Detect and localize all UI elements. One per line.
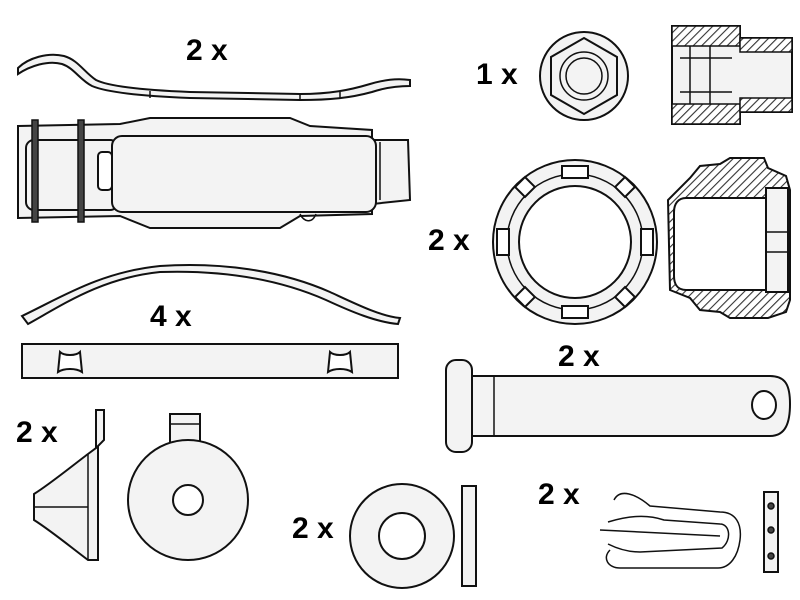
washer-front-view — [349, 483, 455, 589]
cone-cap-front-view — [127, 413, 249, 561]
quantity-label-washer: 2 x — [292, 512, 334, 545]
leaf-spring-side-view — [20, 264, 402, 326]
r-clip-side-view — [599, 492, 742, 569]
quantity-label-hex-nut: 1 x — [476, 58, 518, 91]
leaf-spring-plan-view — [21, 343, 399, 379]
cone-cap-side-view — [33, 409, 105, 561]
quantity-label-leaf-spring: 4 x — [150, 300, 192, 333]
spring-clip-side-view — [17, 53, 411, 102]
hex-nut-front-view — [539, 31, 629, 121]
quantity-label-cone-cap: 2 x — [16, 416, 58, 449]
guide-pin-side-view — [445, 359, 792, 453]
quantity-label-spring-clip: 2 x — [186, 34, 228, 67]
slotted-nut-front-view — [492, 159, 658, 325]
washer-side-view — [461, 485, 477, 587]
slotted-nut-section-view — [666, 157, 791, 319]
quantity-label-guide-pin: 2 x — [558, 340, 600, 373]
r-clip-end-view — [763, 491, 779, 573]
hex-nut-section-view — [671, 25, 793, 125]
spring-clip-plan-view — [17, 117, 412, 229]
quantity-label-r-clip: 2 x — [538, 478, 580, 511]
quantity-label-slotted-nut: 2 x — [428, 224, 470, 257]
